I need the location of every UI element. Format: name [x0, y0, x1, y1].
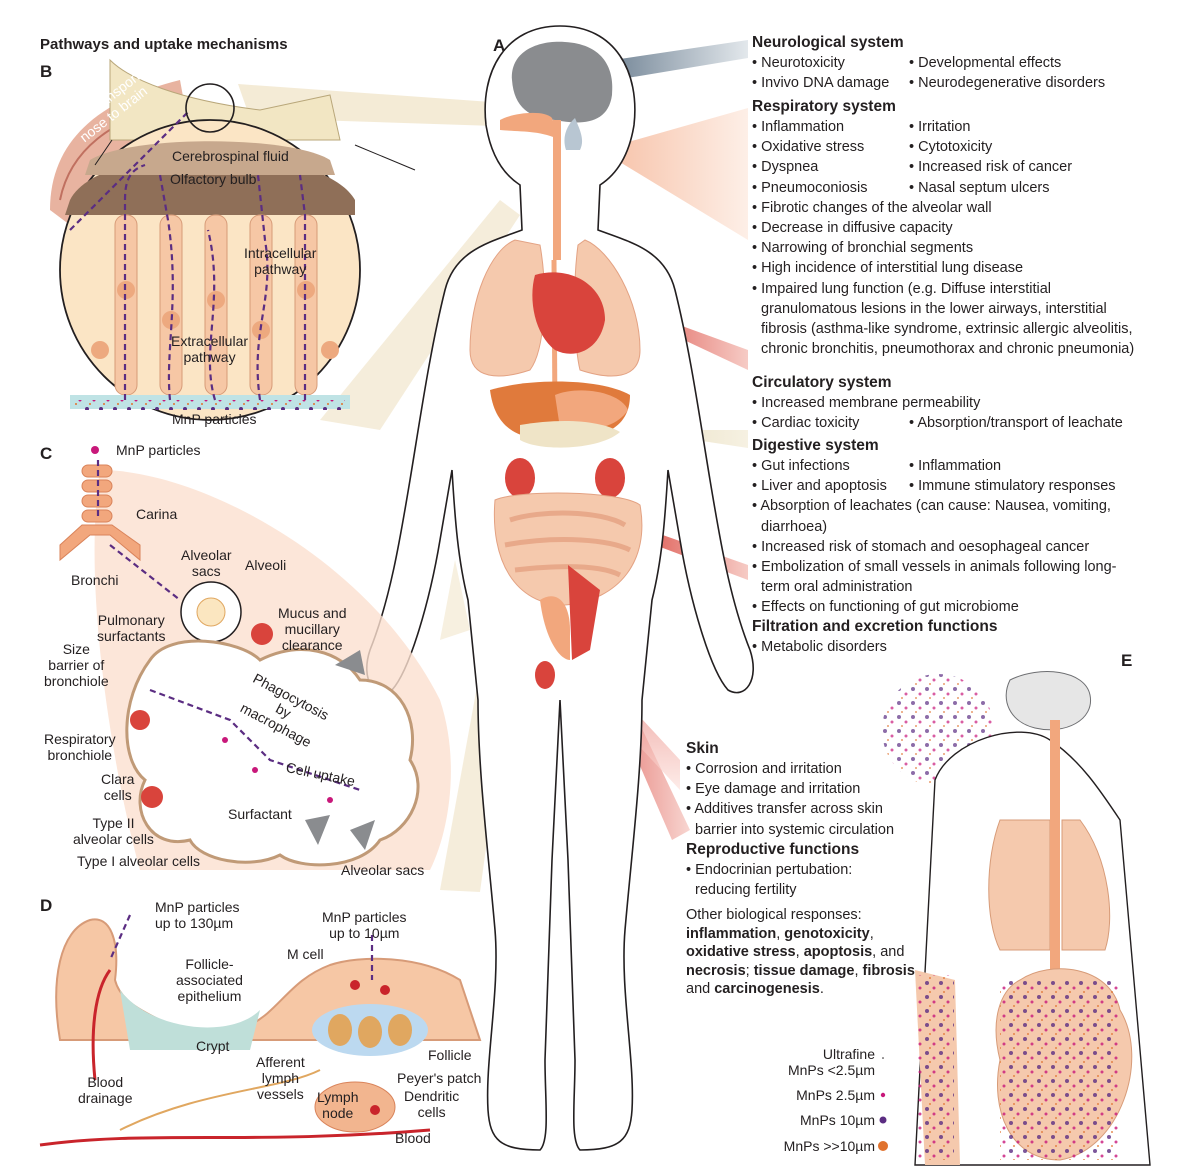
- skin-item: • Corrosion and irritation: [686, 761, 842, 777]
- circ-title: Circulatory system: [752, 374, 892, 391]
- label-b-particles: MnP particles: [172, 411, 257, 427]
- panel-label-e: E: [1121, 651, 1133, 670]
- body-organs: [469, 41, 643, 689]
- neuro-item: • Neurodegenerative disorders: [909, 75, 1106, 92]
- circulatory-system: Circulatory system • Increased membrane …: [752, 373, 1172, 433]
- resp-item: • Cytotoxicity: [909, 139, 993, 156]
- panel-c-drawing: [59, 446, 451, 870]
- resp-item: • Pneumoconiosis: [752, 179, 868, 196]
- resp-item: • High incidence of interstitial lung di…: [752, 260, 1024, 277]
- resp-item: • Oxidative stress: [752, 139, 865, 156]
- legend-2-5um: MnPs 2.5µm: [796, 1087, 875, 1103]
- panel-d-drawing: [39, 914, 482, 1147]
- label-type1-cells: Type I alveolar cells: [77, 853, 200, 869]
- skin-title: Skin: [686, 740, 719, 757]
- skin-item: • Additives transfer across skin barrier…: [686, 801, 895, 838]
- resp-item: • Increased risk of cancer: [909, 159, 1073, 176]
- label-follicle: Follicle: [428, 1047, 472, 1063]
- dig-item: • Increased risk of stomach and oesophag…: [752, 538, 1090, 555]
- resp-item: • Impaired lung function (e.g. Diffuse i…: [752, 280, 1135, 358]
- dig-item: • Inflammation: [909, 458, 1002, 474]
- label-c-particles: MnP particles: [116, 442, 201, 458]
- digestive-system: Digestive system • Gut infections • Live…: [752, 436, 1147, 618]
- label-csf: Cerebrospinal fluid: [172, 148, 289, 164]
- label-bronchi: Bronchi: [71, 572, 119, 588]
- legend-over-10um: MnPs >>10µm: [783, 1138, 875, 1154]
- neuro-item: • Invivo DNA damage: [752, 75, 890, 92]
- panel-e-drawing: [880, 671, 1151, 1166]
- dig-title: Digestive system: [752, 437, 879, 454]
- label-olfactory-bulb: Olfactory bulb: [170, 171, 257, 187]
- label-carina: Carina: [136, 506, 178, 522]
- dig-item: • Effects on functioning of gut microbio…: [752, 599, 1019, 616]
- label-crypt: Crypt: [196, 1038, 230, 1054]
- label-blood: Blood: [395, 1130, 431, 1146]
- panel-label-c: C: [40, 444, 53, 463]
- panel-label-d: D: [40, 896, 53, 915]
- dig-item: • Absorption of leachates (can cause: Na…: [752, 498, 1111, 535]
- resp-item: • Inflammation: [752, 119, 845, 135]
- circ-item: • Increased membrane permeability: [752, 395, 981, 411]
- resp-item: • Nasal septum ulcers: [909, 179, 1050, 196]
- legend-10um: MnPs 10µm: [800, 1112, 875, 1128]
- filt-title: Filtration and excretion functions: [752, 618, 998, 635]
- neuro-item: • Neurotoxicity: [752, 55, 845, 71]
- neuro-title: Neurological system: [752, 34, 904, 51]
- resp-item: • Dyspnea: [752, 159, 819, 176]
- other-responses: Other biological responses: inflammation…: [686, 907, 915, 997]
- panel-label-b: B: [40, 62, 53, 81]
- repro-title: Reproductive functions: [686, 841, 860, 858]
- filt-item: • Metabolic disorders: [752, 639, 887, 655]
- resp-title: Respiratory system: [752, 98, 896, 115]
- resp-item: • Decrease in diffusive capacity: [752, 220, 953, 237]
- label-peyers-patch: Peyer's patch: [397, 1070, 482, 1086]
- dig-item: • Embolization of small vessels in anima…: [752, 559, 1117, 596]
- repro-item: • Endocrinian pertubation: reducing fert…: [686, 862, 853, 899]
- respiratory-system: Respiratory system • Inflammation • Oxid…: [752, 97, 1147, 359]
- skin-item: • Eye damage and irritation: [686, 781, 861, 798]
- resp-item: • Irritation: [909, 119, 971, 135]
- circ-item: • Absorption/transport of leachate: [909, 415, 1123, 432]
- dig-item: • Gut infections: [752, 458, 850, 474]
- filtration-excretion: Filtration and excretion functions • Met…: [752, 617, 1132, 657]
- label-alveoli: Alveoli: [245, 557, 287, 573]
- skin-system: Skin • Corrosion and irritation • Eye da…: [686, 739, 916, 840]
- figure-title: Pathways and uptake mechanisms: [40, 36, 288, 53]
- legend-markers: [878, 1057, 888, 1151]
- neuro-item: • Developmental effects: [909, 55, 1062, 71]
- resp-item: • Fibrotic changes of the alveolar wall: [752, 199, 992, 216]
- reproductive-functions: Reproductive functions • Endocrinian per…: [686, 840, 876, 900]
- label-m-cell: M cell: [287, 946, 324, 962]
- panel-label-a: A: [493, 36, 506, 55]
- label-alveolar-sacs-bottom: Alveolar sacs: [341, 862, 425, 878]
- label-surfactant: Surfactant: [228, 806, 292, 822]
- dig-item: • Immune stimulatory responses: [909, 478, 1116, 495]
- resp-item: • Narrowing of bronchial segments: [752, 240, 974, 257]
- dig-item: • Liver and apoptosis: [752, 478, 887, 495]
- circ-item: • Cardiac toxicity: [752, 415, 860, 432]
- panel-b-drawing: [50, 58, 416, 421]
- neurological-system: Neurological system • Neurotoxicity • In…: [752, 33, 1162, 93]
